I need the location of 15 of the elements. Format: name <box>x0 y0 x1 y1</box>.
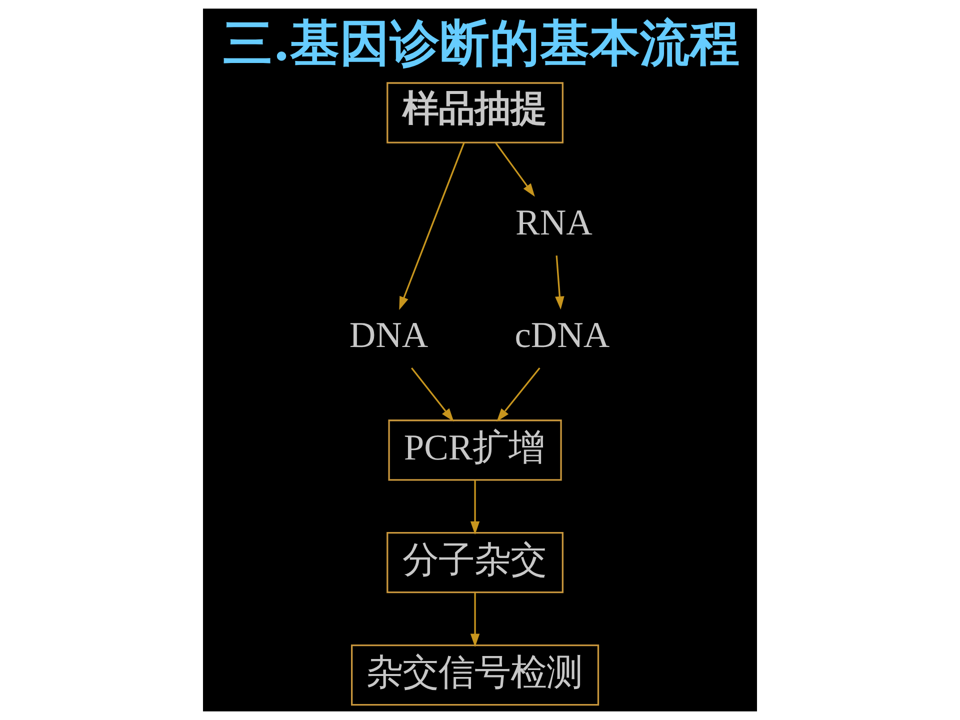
node-box: PCR扩增 <box>388 420 562 481</box>
arrow <box>496 367 540 422</box>
arrow <box>470 480 480 535</box>
node-box: 样品抽提 <box>386 82 564 144</box>
arrow <box>470 592 480 648</box>
node-text: cDNA <box>514 314 610 355</box>
arrow <box>410 368 454 422</box>
node-box: 杂交信号检测 <box>351 644 600 706</box>
arrow <box>495 142 535 197</box>
node-text: DNA <box>349 314 428 355</box>
arrow <box>555 255 564 310</box>
arrow <box>399 142 465 310</box>
node-box: 分子杂交 <box>386 532 564 594</box>
node-text: RNA <box>516 202 592 242</box>
diagram-title: 三.基因诊断的基本流程 <box>222 12 740 72</box>
